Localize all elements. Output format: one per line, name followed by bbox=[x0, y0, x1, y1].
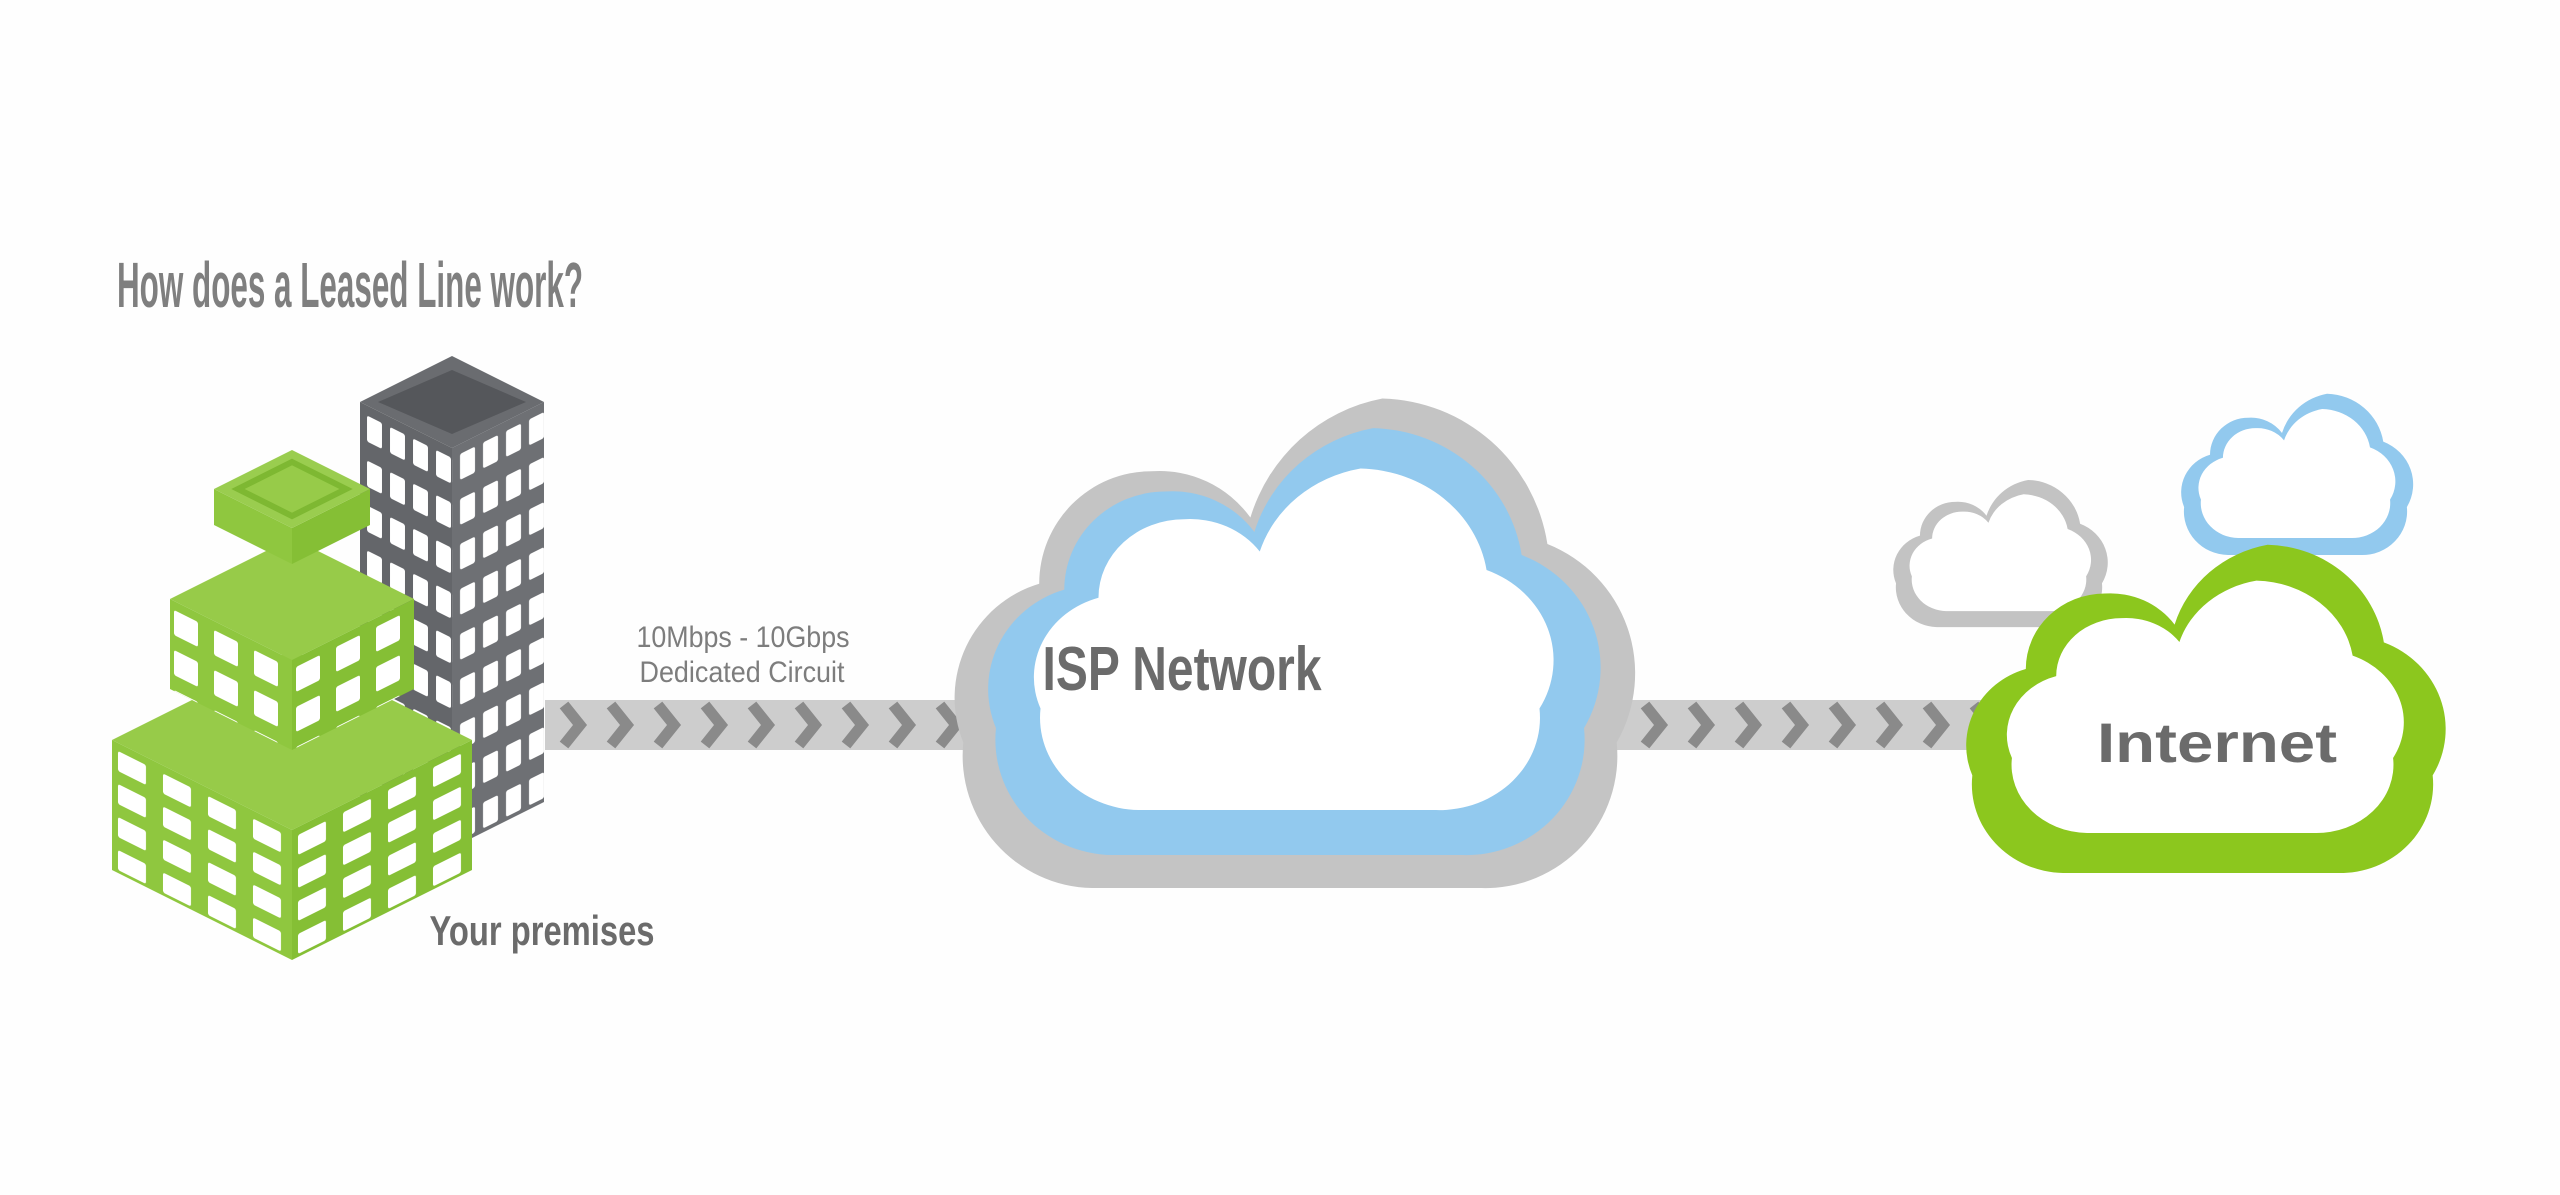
green-tier2-right-windows bbox=[292, 599, 414, 750]
green-tier3-right-face bbox=[292, 489, 370, 564]
green-tier1-right-windows bbox=[292, 740, 472, 960]
circuit-speed-label: 10Mbps - 10Gbps bbox=[637, 621, 850, 654]
small-blue-cloud-icon bbox=[2181, 393, 2414, 556]
dark-building-roof-panel bbox=[378, 370, 526, 434]
green-tier1-left-windows bbox=[112, 740, 292, 960]
isp-internet-link bbox=[1612, 700, 2002, 750]
isp-cloud-label: ISP Network bbox=[1043, 635, 1322, 704]
green-tier3-left-face bbox=[214, 489, 292, 564]
green-tier2-left-windows bbox=[170, 599, 292, 750]
dark-building-right-windows bbox=[452, 402, 544, 848]
circuit-label: 10Mbps - 10Gbps Dedicated Circuit bbox=[637, 621, 850, 689]
green-building-icon bbox=[112, 450, 472, 960]
leased-line-link bbox=[545, 700, 985, 750]
isp-cloud-icon: ISP Network bbox=[954, 398, 1636, 889]
chevron-arrows bbox=[545, 700, 985, 750]
premises-caption: Your premises bbox=[430, 907, 655, 954]
chevron-arrows bbox=[1612, 700, 2002, 750]
internet-cloud-label: Internet bbox=[2097, 711, 2337, 774]
page-title: How does a Leased Line work? bbox=[117, 249, 583, 321]
circuit-type-label: Dedicated Circuit bbox=[640, 656, 846, 689]
green-tier3-roof-rim bbox=[231, 458, 353, 520]
internet-cloud-icon: Internet bbox=[1966, 544, 2446, 874]
